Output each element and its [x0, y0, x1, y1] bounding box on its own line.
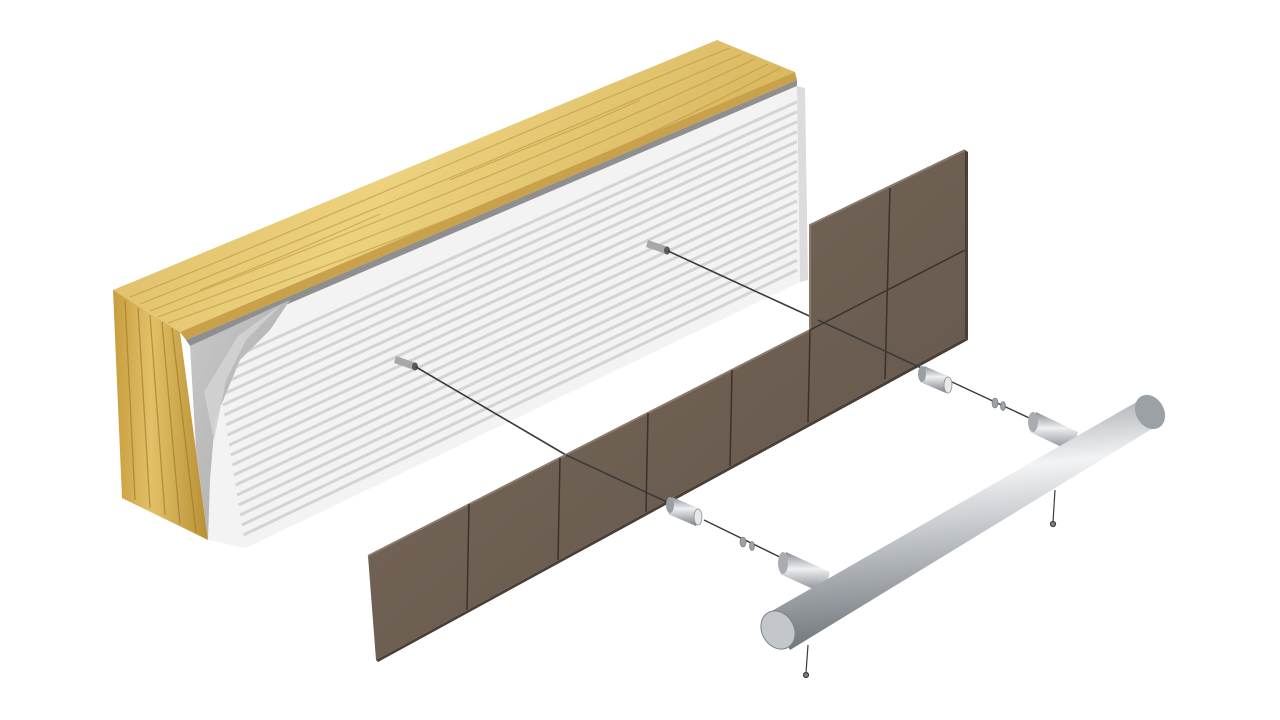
- anchor-bolt-lower: [394, 356, 418, 371]
- insulation-ridge: [220, 130, 798, 397]
- insulation-ridge: [231, 199, 798, 467]
- spacer-lower: [666, 497, 703, 526]
- insulation-ridge: [242, 268, 798, 537]
- insulation-ridge: [223, 150, 798, 417]
- tile-grout-lines: [466, 187, 966, 611]
- insulation-ridge: [233, 209, 798, 477]
- spacer-upper: [918, 366, 953, 394]
- washer-nuts: [739, 397, 1006, 551]
- bar-post-upper: [1028, 412, 1078, 452]
- insulation-ridge: [215, 100, 798, 367]
- insulation-ridge: [219, 120, 798, 387]
- insulation-ridge: [217, 110, 798, 377]
- insulation-ridge: [230, 189, 798, 457]
- insulation-ridge: [236, 229, 798, 497]
- wood-wall-block: [113, 40, 797, 540]
- standoff-spacers: [666, 366, 1006, 551]
- insulation-ridge: [222, 140, 798, 407]
- anchor-bolts: [394, 240, 819, 456]
- anchor-bolt-upper: [646, 240, 670, 255]
- insulation-ridge: [227, 169, 798, 437]
- insulation-ridge: [238, 239, 798, 507]
- set-screws: [802, 489, 1057, 679]
- insulation-ridge: [225, 159, 798, 427]
- insulation-ridge: [239, 248, 798, 517]
- insulation-ridge: [241, 258, 798, 527]
- threaded-rod-upper: [667, 250, 819, 321]
- bar-post-lower: [778, 552, 830, 594]
- insulation-layer: [190, 86, 808, 548]
- insulation-ridge: [228, 179, 798, 447]
- towel-bar: [760, 394, 1166, 679]
- threaded-rod-lower: [415, 366, 567, 456]
- insulation-ridge: [234, 219, 798, 487]
